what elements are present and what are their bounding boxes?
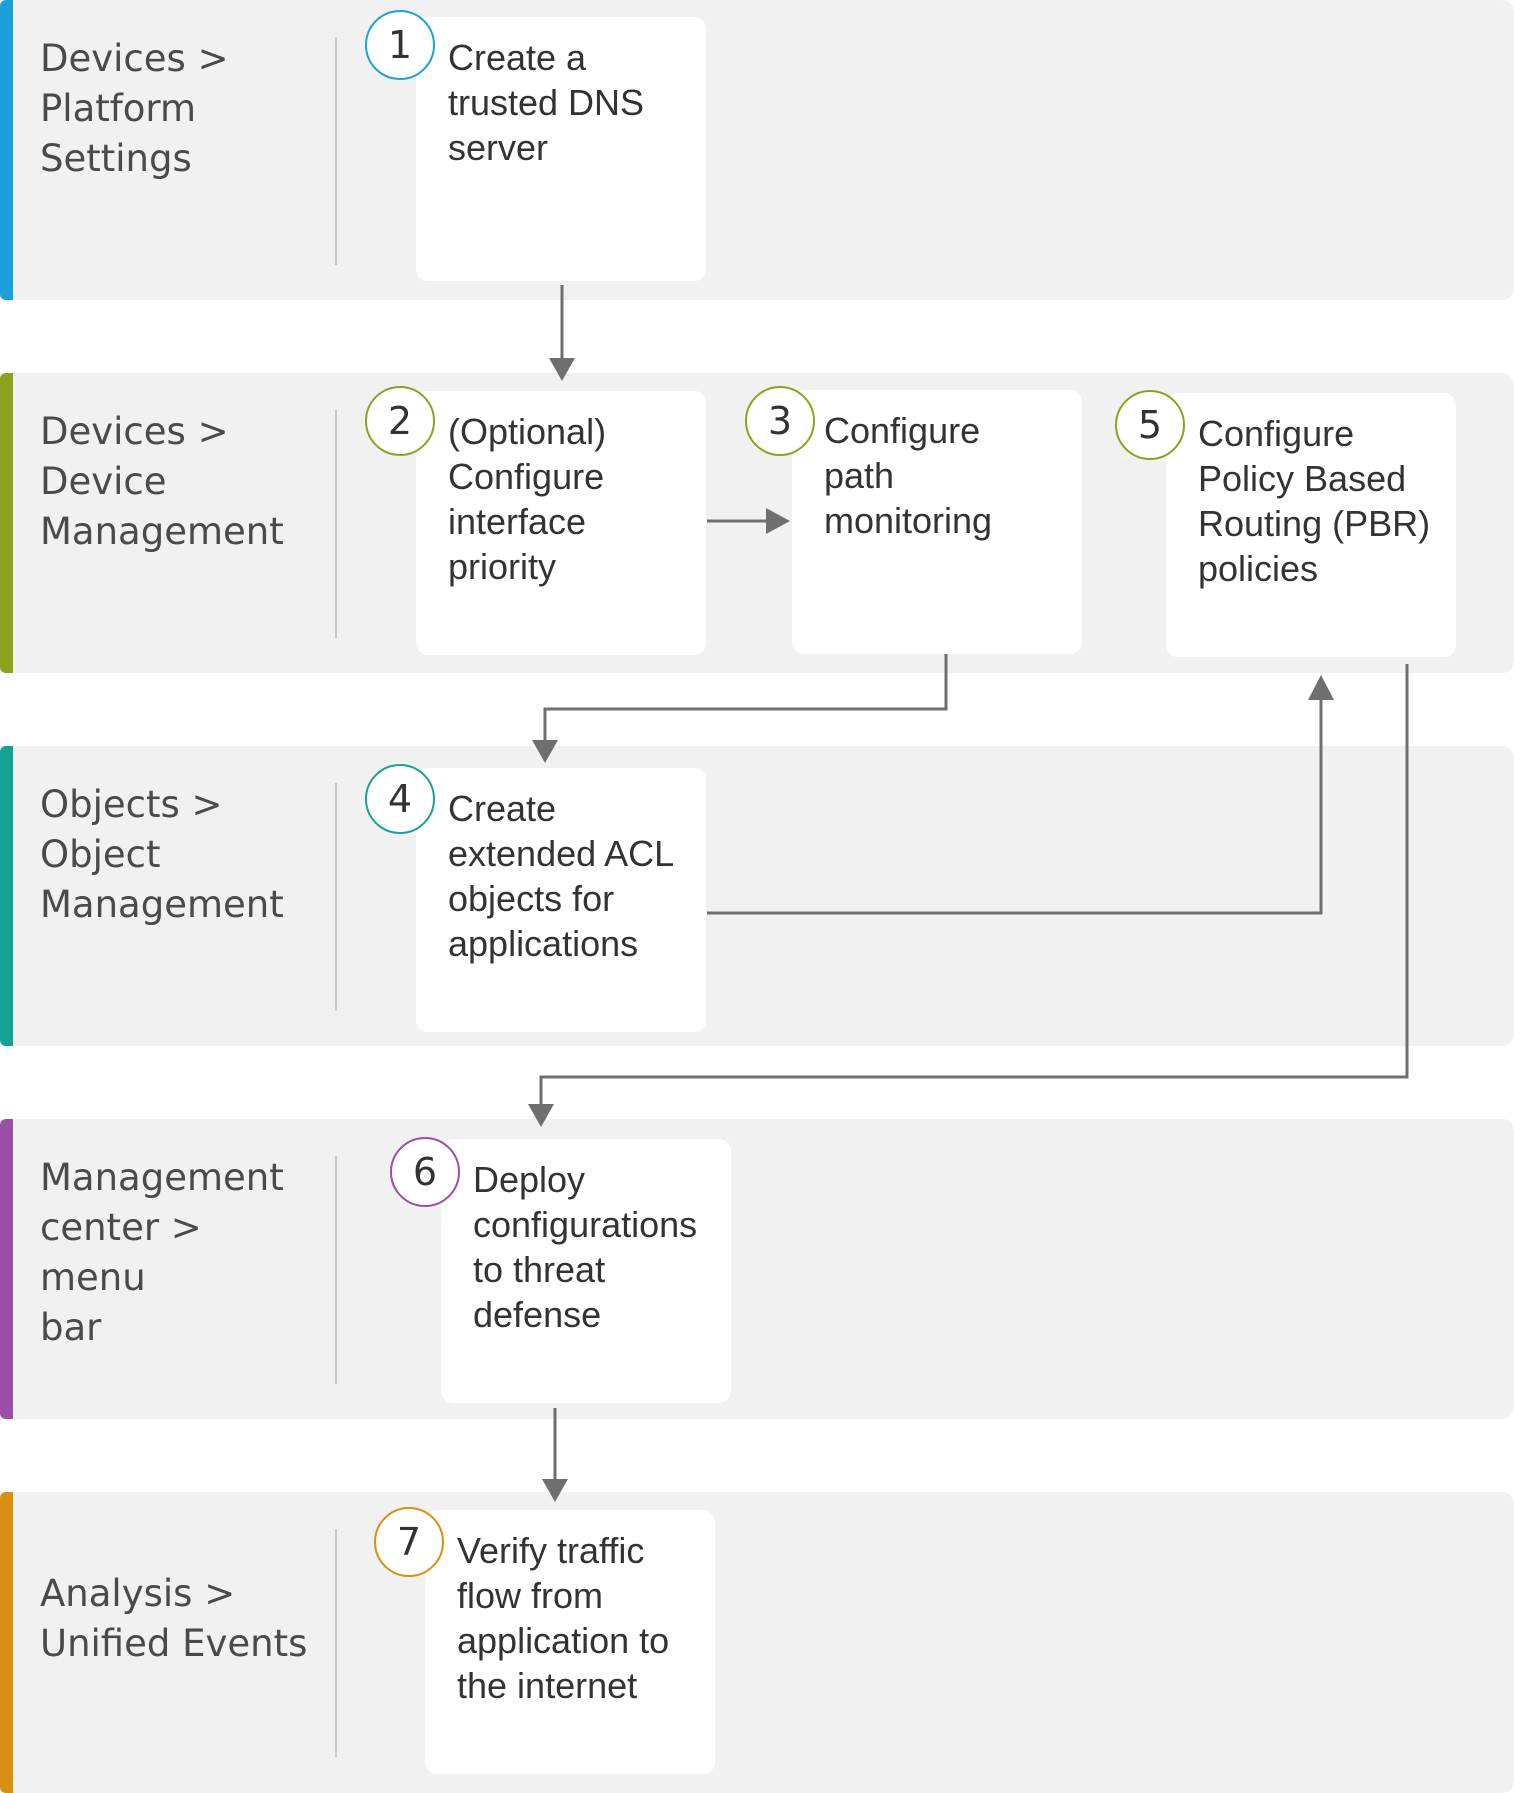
step-number-badge: 5: [1115, 390, 1185, 460]
step-text: Configure Policy Based Routing (PBR) pol…: [1198, 413, 1431, 589]
arrowhead: [549, 358, 575, 381]
step-text: Create a trusted DNS server: [448, 37, 645, 168]
lane-divider: [335, 1156, 337, 1384]
step-number-badge: 3: [745, 386, 815, 456]
step-number-badge: 6: [390, 1137, 460, 1207]
step-card-7: Verify traffic flow from application to …: [425, 1510, 715, 1774]
lane-label: Objects > Object Management: [40, 783, 284, 926]
lane-menu-bar: Management center > menu bar: [0, 1119, 1514, 1419]
lane-platform-settings: Devices > Platform Settings: [0, 0, 1514, 300]
arrowhead: [542, 1479, 568, 1502]
arrowhead: [1308, 675, 1334, 700]
step-card-4: Create extended ACL objects for applicat…: [416, 768, 706, 1032]
step-number-badge: 4: [365, 764, 435, 834]
lane-label: Devices > Device Management: [40, 410, 284, 553]
lane-label: Management center > menu bar: [40, 1156, 284, 1349]
lane-accent-bar: [0, 1119, 13, 1419]
step-card-3: Configure path monitoring: [792, 390, 1082, 654]
connector-4-to-5: [707, 690, 1323, 915]
lane-accent-bar: [0, 1492, 13, 1793]
lane-accent-bar: [0, 746, 13, 1046]
step-number-badge: 1: [365, 10, 435, 80]
step-card-6: Deploy configurations to threat defense: [441, 1139, 731, 1403]
lane-divider: [335, 37, 337, 265]
lane-label: Devices > Platform Settings: [40, 37, 229, 180]
lane-label: Analysis > Unified Events: [40, 1572, 308, 1665]
step-number-badge: 2: [365, 386, 435, 456]
step-card-1: Create a trusted DNS server: [416, 17, 706, 281]
lane-accent-bar: [0, 373, 13, 673]
step-text: Create extended ACL objects for applicat…: [448, 788, 675, 964]
arrowhead: [528, 1104, 554, 1127]
step-text: Verify traffic flow from application to …: [457, 1530, 670, 1706]
step-text: Deploy configurations to threat defense: [473, 1159, 698, 1335]
lane-divider: [335, 410, 337, 638]
step-number-badge: 7: [374, 1507, 444, 1577]
connector-3-to-4: [543, 654, 948, 750]
lane-divider: [335, 783, 337, 1011]
step-text: Configure path monitoring: [824, 410, 993, 541]
connector-5-to-6: [539, 664, 1409, 1115]
arrowhead: [766, 508, 790, 534]
arrowhead: [532, 740, 558, 763]
lane-accent-bar: [0, 0, 13, 300]
step-card-2: (Optional) Configure interface priority: [416, 391, 706, 655]
lane-unified-events: Analysis > Unified Events: [0, 1492, 1514, 1793]
step-card-5: Configure Policy Based Routing (PBR) pol…: [1166, 393, 1456, 657]
lane-object-management: Objects > Object Management: [0, 746, 1514, 1046]
lane-divider: [335, 1529, 337, 1757]
step-text: (Optional) Configure interface priority: [448, 411, 607, 587]
